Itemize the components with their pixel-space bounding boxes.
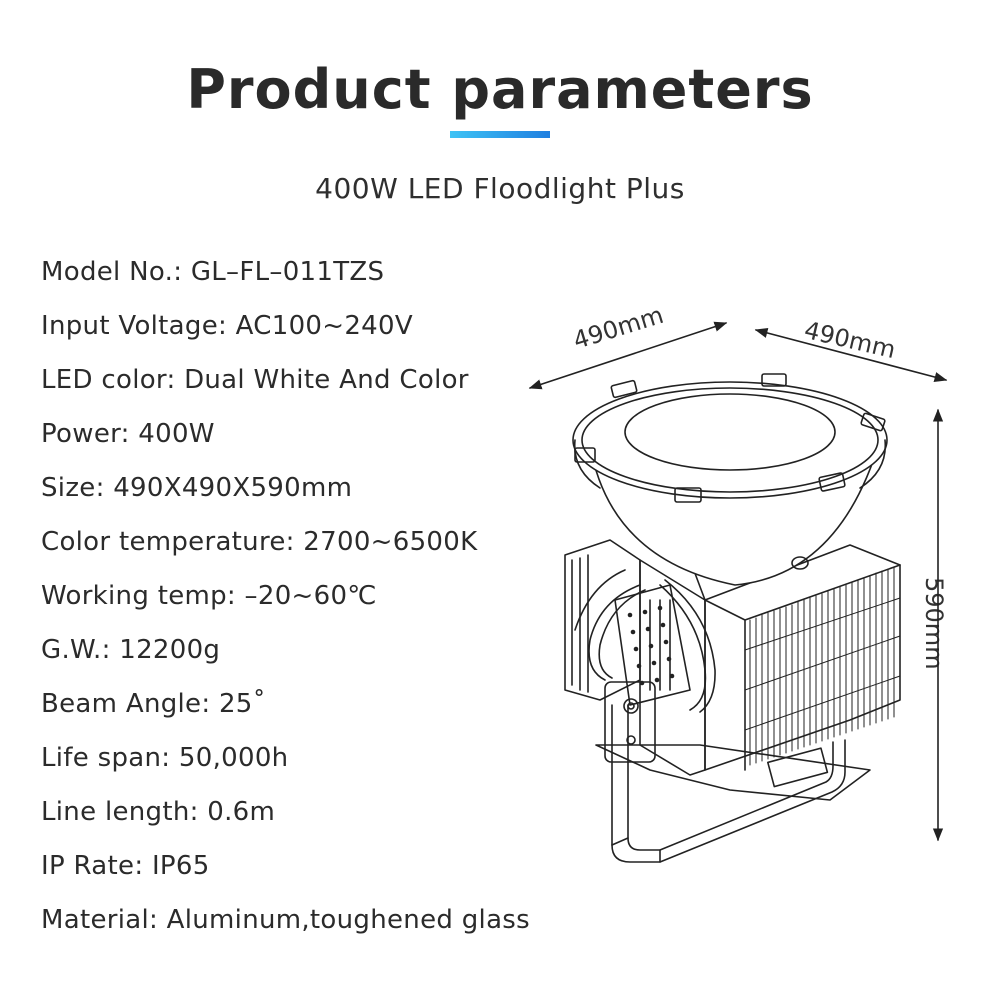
reflector-bowl bbox=[572, 373, 888, 586]
product-subtitle: 400W LED Floodlight Plus bbox=[315, 172, 685, 205]
spec-size: Size: 490X490X590mm bbox=[41, 473, 353, 503]
heat-sink bbox=[564, 539, 901, 788]
title-underline bbox=[450, 131, 550, 138]
dimension-width-arrow bbox=[528, 321, 728, 390]
spec-line-length: Line length: 0.6m bbox=[41, 797, 276, 827]
spec-color-temperature: Color temperature: 2700~6500K bbox=[41, 527, 478, 557]
floodlight-line-drawing bbox=[528, 321, 948, 863]
spec-model: Model No.: GL–FL–011TZS bbox=[41, 257, 385, 287]
spec-ip-rate: IP Rate: IP65 bbox=[41, 851, 210, 881]
spec-working-temp: Working temp: –20~60℃ bbox=[41, 581, 377, 611]
spec-gross-weight: G.W.: 12200g bbox=[41, 635, 221, 665]
spec-power: Power: 400W bbox=[41, 419, 215, 449]
dimension-depth-arrow bbox=[754, 327, 948, 383]
page-title: Product parameters bbox=[186, 58, 814, 121]
perforated-plate bbox=[614, 584, 691, 706]
spec-material: Material: Aluminum,toughened glass bbox=[41, 905, 530, 935]
spec-life-span: Life span: 50,000h bbox=[41, 743, 289, 773]
spec-led-color: LED color: Dual White And Color bbox=[41, 365, 469, 395]
spec-input-voltage: Input Voltage: AC100~240V bbox=[41, 311, 413, 341]
mounting-bracket bbox=[595, 681, 871, 863]
spec-beam-angle: Beam Angle: 25˚ bbox=[41, 689, 266, 719]
